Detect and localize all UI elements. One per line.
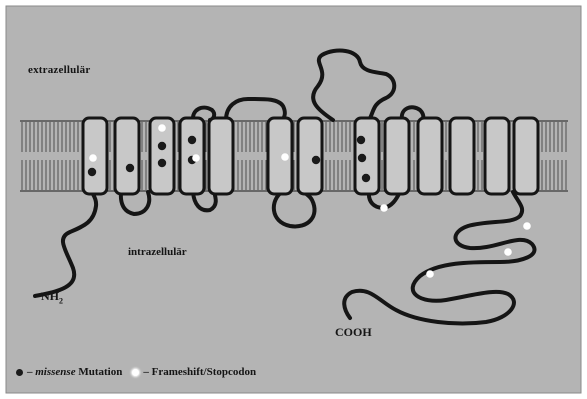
extracellular-label: extrazellulär — [28, 64, 90, 76]
missense-marker — [312, 156, 320, 164]
c-terminus-label: COOH — [335, 325, 372, 340]
transmembrane-helix — [450, 118, 474, 194]
frameshift-marker — [281, 153, 289, 161]
transmembrane-helices — [83, 118, 538, 194]
legend-missense: – missense Mutation — [27, 366, 122, 378]
legend-missense-prefix: – — [27, 366, 35, 378]
missense-marker — [357, 136, 365, 144]
frameshift-marker — [158, 124, 166, 132]
missense-marker — [358, 154, 366, 162]
frameshift-dot-icon — [132, 369, 139, 376]
transmembrane-helix — [209, 118, 233, 194]
legend-missense-suffix: Mutation — [76, 366, 123, 378]
frameshift-marker — [192, 154, 200, 162]
transmembrane-helix — [385, 118, 409, 194]
legend-frameshift: – Frameshift/Stopcodon — [143, 366, 256, 378]
transmembrane-helix — [418, 118, 442, 194]
legend: – missense Mutation – Frameshift/Stopcod… — [16, 366, 266, 378]
legend-missense-term: missense — [35, 366, 75, 378]
missense-marker — [158, 142, 166, 150]
missense-marker — [88, 168, 96, 176]
n-terminus-text: NH — [41, 289, 59, 303]
n-terminus-subscript: 2 — [59, 296, 63, 305]
missense-dot-icon — [16, 369, 23, 376]
frameshift-marker — [523, 222, 531, 230]
intracellular-label: intrazellulär — [128, 246, 187, 258]
missense-marker — [188, 136, 196, 144]
missense-marker — [362, 174, 370, 182]
transmembrane-helix — [115, 118, 139, 194]
frameshift-marker — [380, 204, 388, 212]
transmembrane-helix — [485, 118, 509, 194]
missense-marker — [158, 159, 166, 167]
frameshift-marker — [426, 270, 434, 278]
n-terminus-label: NH2 — [41, 289, 63, 305]
missense-marker — [126, 164, 134, 172]
transmembrane-helix — [514, 118, 538, 194]
frameshift-marker — [89, 154, 97, 162]
transmembrane-helix — [298, 118, 322, 194]
frameshift-marker — [504, 248, 512, 256]
panel-background — [6, 6, 581, 393]
